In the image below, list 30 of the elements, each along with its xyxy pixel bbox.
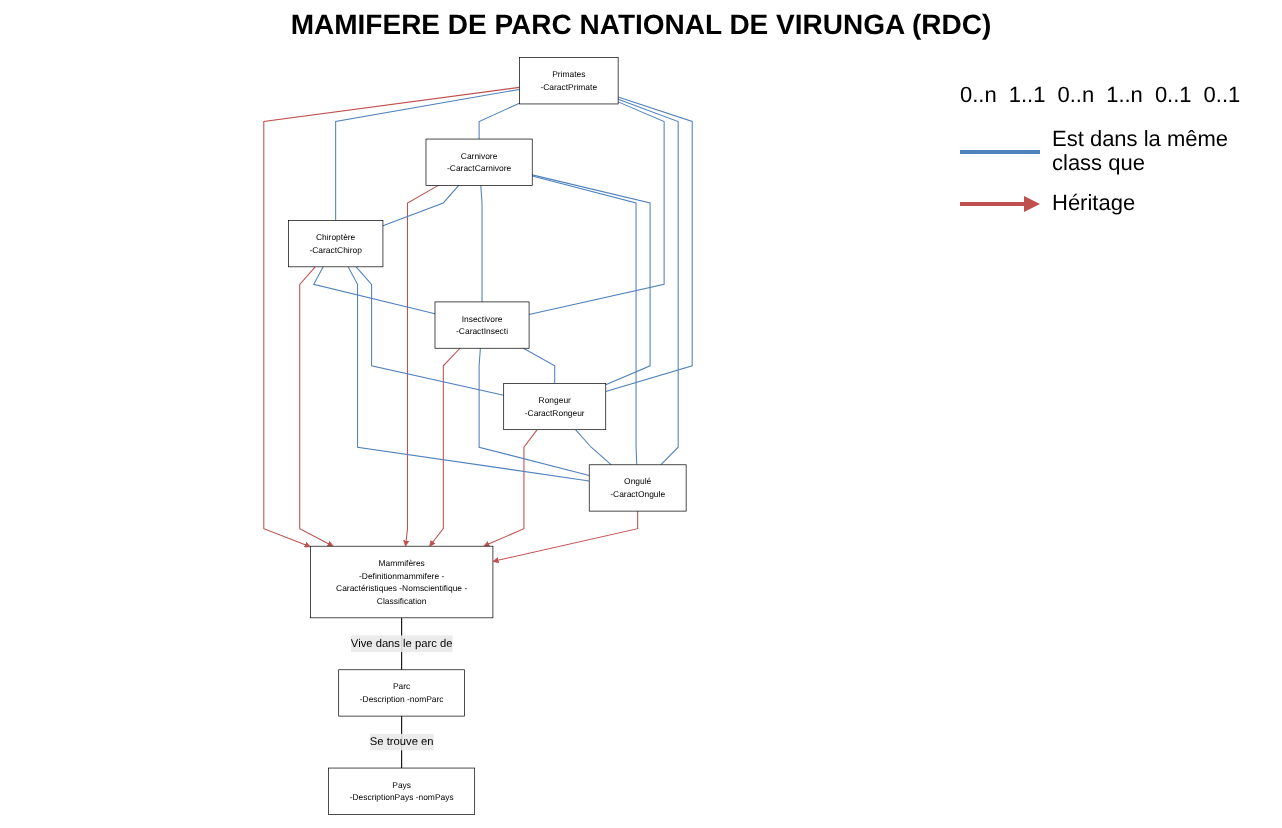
arrow — [263, 86, 520, 548]
multiplicity-label: 0..n — [1057, 84, 1095, 108]
connector — [355, 266, 505, 396]
connector — [478, 102, 520, 140]
arrow — [483, 429, 538, 547]
multiplicity-label: 0..1 — [1203, 84, 1241, 108]
arrow — [403, 184, 439, 547]
connector — [480, 184, 483, 303]
connector — [574, 429, 612, 466]
connector — [382, 184, 460, 227]
arrow — [492, 510, 639, 564]
arrow — [299, 266, 334, 547]
multiplicity-label: 1..n — [1106, 84, 1143, 108]
connector — [522, 347, 556, 384]
connector — [528, 101, 665, 316]
connector — [335, 88, 520, 221]
legend-text: Héritage — [1052, 192, 1136, 216]
connector — [531, 175, 638, 466]
diagram-title: MAMIFERE DE PARC NATIONAL DE VIRUNGA (RDC) — [288, 8, 994, 40]
connector — [478, 347, 590, 477]
multiplicity-label: 0..n — [960, 84, 997, 108]
connector — [347, 266, 590, 482]
connector — [531, 174, 651, 386]
connector — [605, 96, 693, 392]
connector — [312, 266, 436, 315]
arrow — [429, 347, 461, 547]
legend-text: Est dans la même class que — [1052, 128, 1231, 176]
multiplicity-label: 0..1 — [1154, 84, 1192, 108]
multiplicity-label: 1..1 — [1008, 84, 1046, 108]
connector — [617, 98, 679, 466]
